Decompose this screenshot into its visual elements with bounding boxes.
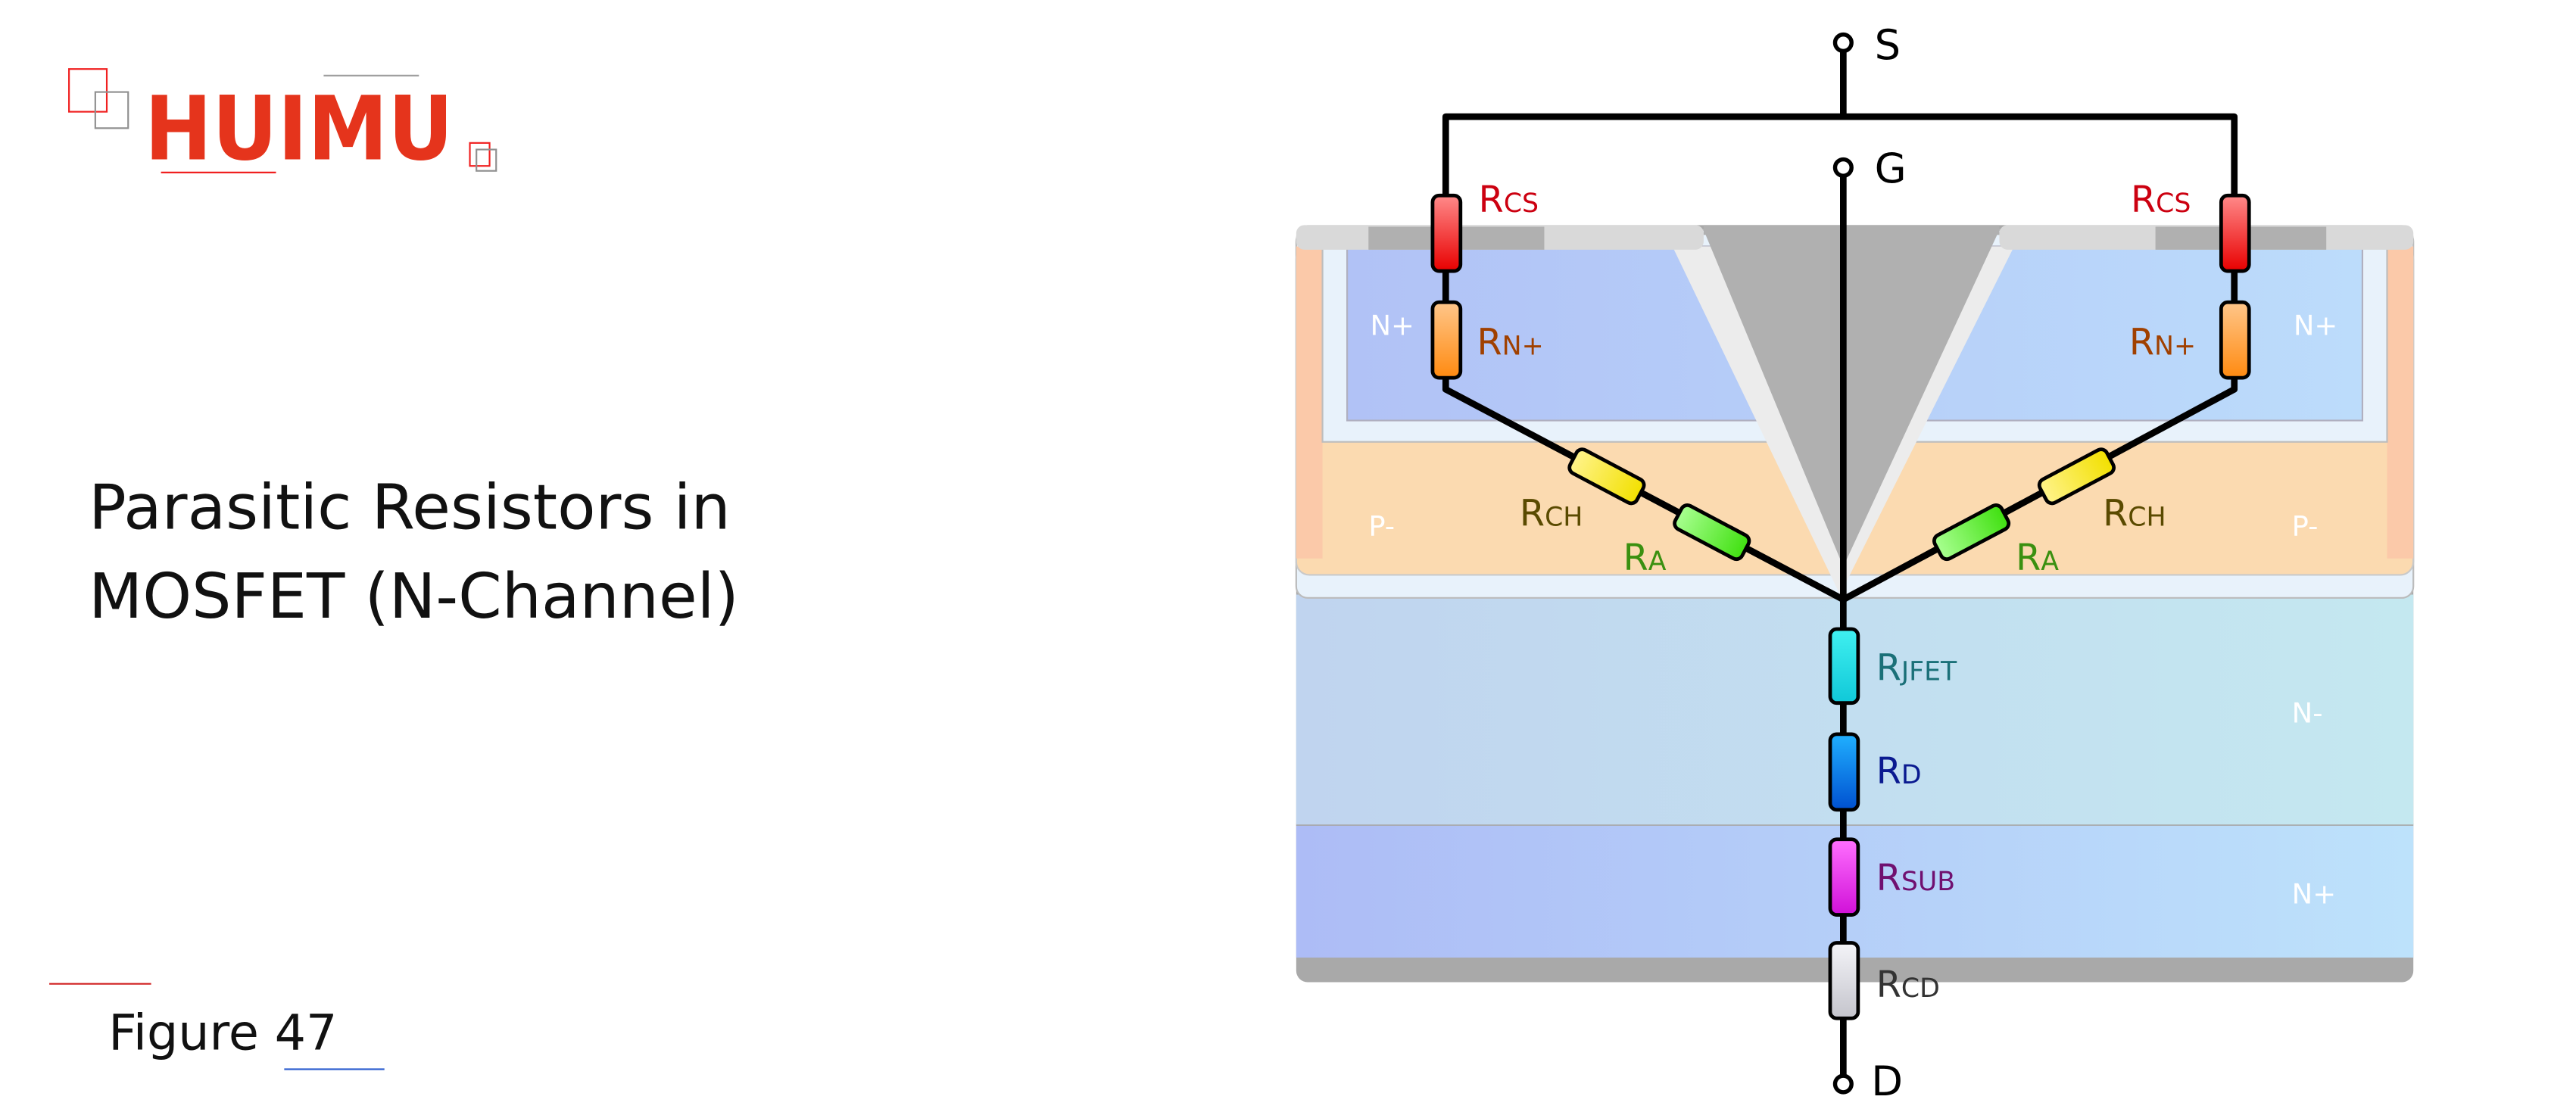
resistor-rcs-right	[2219, 193, 2251, 273]
label-rcs-right: RCS	[2131, 179, 2191, 221]
label-rjfet: RJFET	[1876, 647, 1957, 689]
resistor-ra-right	[1932, 503, 2011, 562]
resistor-rn-right	[2219, 300, 2251, 380]
drain-terminal-icon	[1832, 1073, 1854, 1095]
label-rd: RD	[1876, 751, 1922, 793]
resistor-rn-left	[1430, 300, 1463, 380]
label-rch-left: RCH	[1520, 493, 1583, 534]
resistor-rsub	[1828, 837, 1860, 917]
resistor-rch-right	[2037, 447, 2116, 506]
region-label-n-plus-left: N+	[1370, 310, 1414, 342]
resistor-rd	[1828, 732, 1860, 812]
gate-terminal-label: G	[1875, 145, 1907, 192]
figure-title-line1: Parasitic Resistors in	[89, 472, 731, 544]
label-ra-left: RA	[1623, 537, 1667, 579]
label-rcs-left: RCS	[1479, 179, 1539, 221]
region-label-n-plus-right: N+	[2294, 310, 2337, 342]
gate-trench	[1703, 229, 2000, 567]
logo-text: HUIMU	[145, 77, 454, 181]
figure-title-line2: MOSFET (N-Channel)	[89, 560, 739, 633]
device-cross-section: N+ N+ P- P- N- N+	[1295, 225, 2415, 983]
label-rch-right: RCH	[2103, 493, 2166, 534]
resistor-rjfet	[1828, 627, 1860, 706]
region-label-p-minus-left: P-	[1368, 509, 1395, 542]
source-terminal-icon	[1832, 32, 1854, 54]
label-rn-left: RN+	[1477, 322, 1544, 364]
label-rsub: RSUB	[1876, 858, 1955, 899]
gate-terminal-icon	[1832, 157, 1854, 178]
source-terminal-label: S	[1875, 21, 1901, 69]
label-rcd: RCD	[1876, 964, 1940, 1006]
resistor-rcs-left	[1430, 193, 1463, 273]
huimu-logo: HUIMU	[68, 68, 497, 181]
resistor-rch-left	[1567, 447, 1646, 506]
label-ra-right: RA	[2016, 537, 2059, 579]
region-label-n-minus: N-	[2292, 697, 2323, 730]
drain-terminal-label: D	[1871, 1057, 1903, 1105]
figure-label: Figure 47	[108, 1005, 337, 1061]
region-label-n-plus-substrate: N+	[2292, 877, 2336, 910]
resistor-ra-left	[1673, 503, 1751, 562]
region-label-p-minus-right: P-	[2292, 509, 2319, 542]
resistor-rcd	[1828, 941, 1860, 1020]
label-rn-right: RN+	[2129, 322, 2196, 364]
